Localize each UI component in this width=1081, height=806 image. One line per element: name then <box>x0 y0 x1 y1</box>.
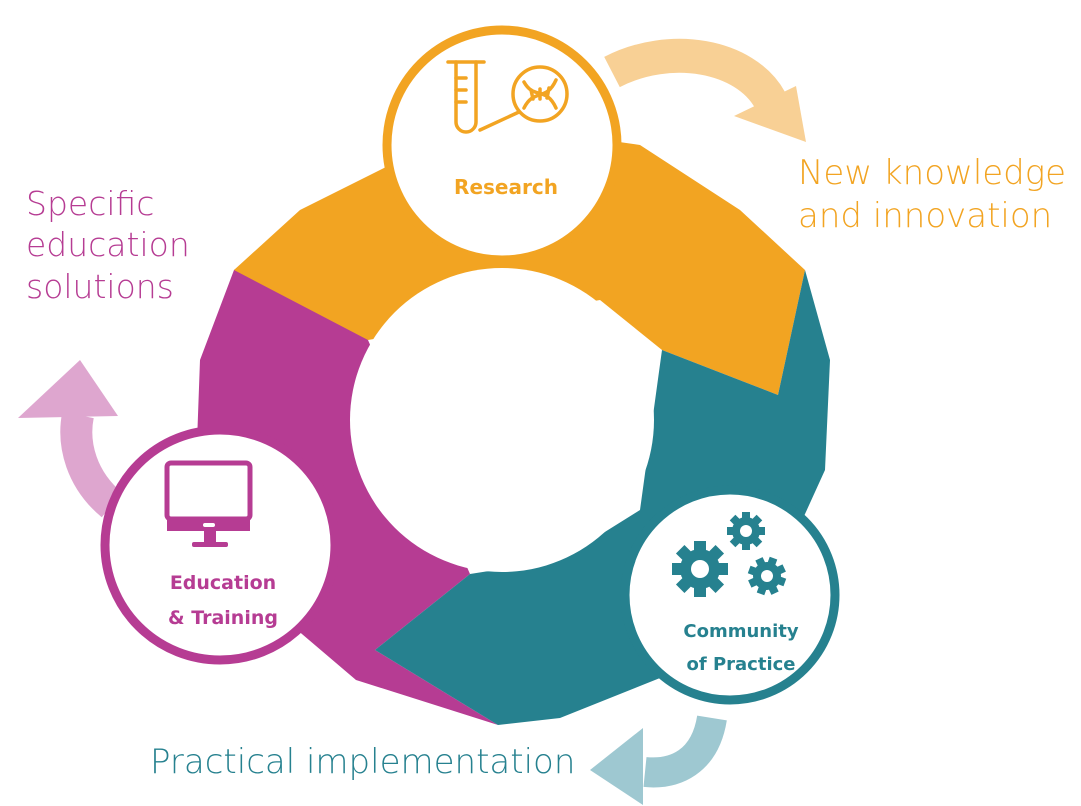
outcome-practical-implementation: Practical implementation <box>150 742 576 782</box>
arrow-new-knowledge <box>604 38 806 142</box>
node-research: Research <box>382 25 622 265</box>
arrow-education-solutions <box>18 360 123 518</box>
ring-center-hole <box>350 268 654 572</box>
arrow-practical-implementation <box>590 714 727 805</box>
node-community-of-practice: Community of Practice <box>620 485 840 705</box>
education-label-line1: Education <box>170 572 276 594</box>
education-label-line2: & Training <box>168 607 278 629</box>
gears-icon <box>672 512 787 597</box>
outcome-education-solutions: Specific education solutions <box>26 184 190 306</box>
community-label-line2: of Practice <box>686 654 795 675</box>
dna-magnifier-icon <box>478 65 569 132</box>
monitor-icon <box>164 460 253 547</box>
large-gear-icon <box>672 541 728 597</box>
test-tube-icon <box>446 60 486 134</box>
small-gear-top-icon <box>727 512 765 550</box>
node-education-training: Education & Training <box>100 425 340 665</box>
research-label: Research <box>454 175 558 199</box>
small-gear-bottom-icon <box>747 556 787 596</box>
outcome-new-knowledge: New knowledge and innovation <box>798 153 1067 236</box>
community-label-line1: Community <box>683 621 798 642</box>
